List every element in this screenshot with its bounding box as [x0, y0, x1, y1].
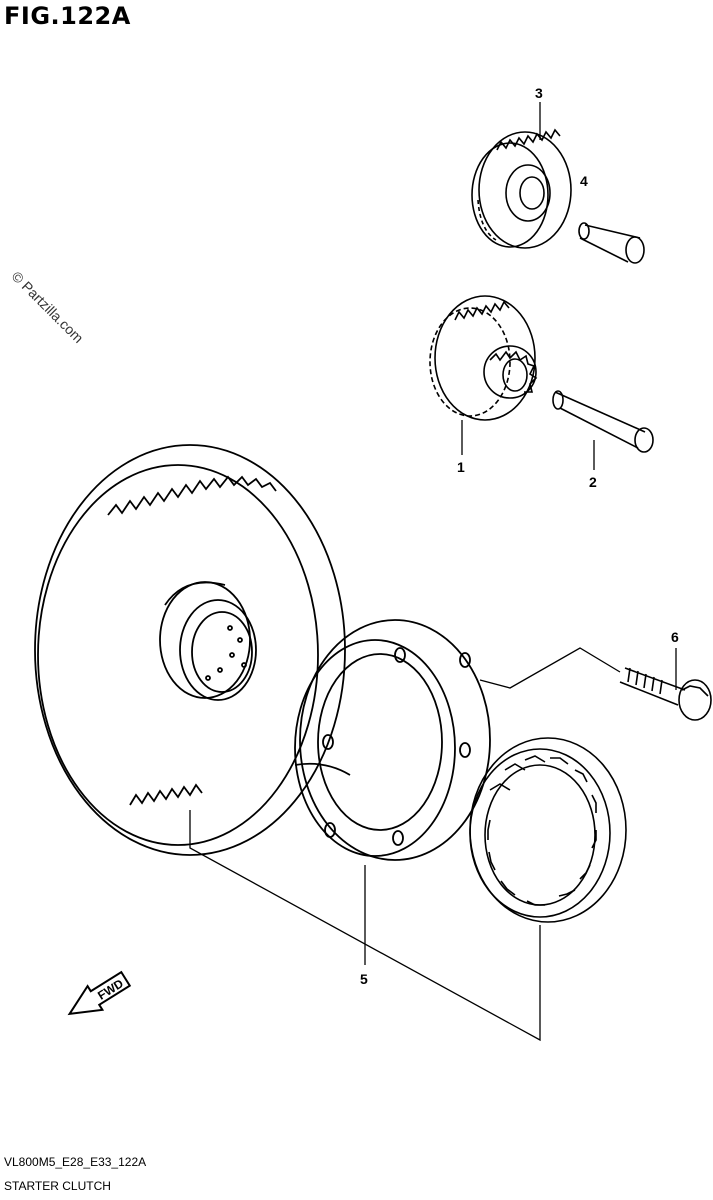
idle-gear-part-3[interactable]: [471, 128, 572, 249]
figure-title: FIG.122A: [4, 2, 131, 30]
one-way-clutch-bearing[interactable]: [469, 737, 627, 923]
callout-4: 4: [580, 173, 588, 189]
pin-part-2[interactable]: [552, 390, 654, 453]
shaft-part-4[interactable]: [578, 222, 645, 264]
starter-driven-gear[interactable]: [34, 444, 346, 856]
callout-5: 5: [360, 971, 368, 987]
callout-2: 2: [589, 474, 597, 490]
bolt-part-6[interactable]: [619, 667, 712, 721]
clutch-housing-part-5[interactable]: [294, 619, 491, 861]
diagram-caption: STARTER CLUTCH: [4, 1179, 111, 1193]
diagram-code: VL800M5_E28_E33_122A: [4, 1155, 147, 1169]
fwd-arrow: FWD: [67, 970, 132, 1016]
leader-lines: [189, 102, 677, 1042]
callout-6: 6: [671, 629, 679, 645]
callout-3: 3: [535, 85, 543, 101]
callout-1: 1: [457, 459, 465, 475]
idle-gear-part-1[interactable]: [429, 295, 538, 421]
